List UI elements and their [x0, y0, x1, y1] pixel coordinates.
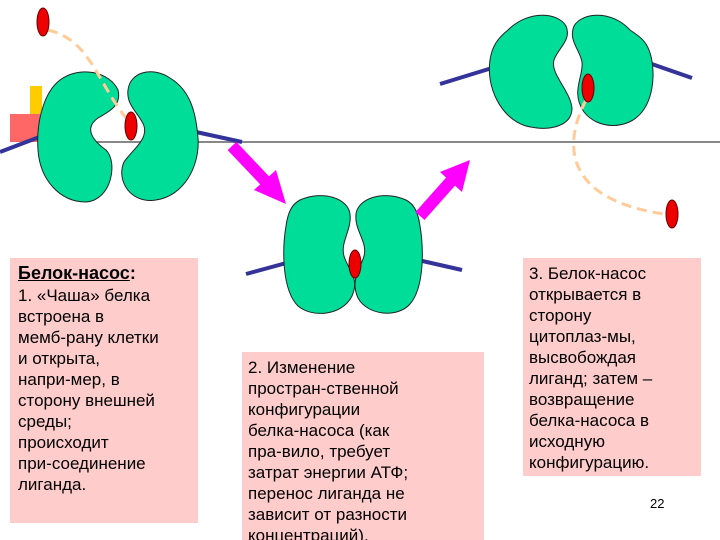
protein-left-half-1	[37, 71, 120, 203]
protein-right-half-3	[571, 14, 654, 126]
arrow-head-2	[440, 160, 470, 192]
membrane-line-left-3	[439, 66, 493, 86]
ligand-cytoplasm-3	[665, 199, 679, 229]
protein-left-half-2	[283, 195, 356, 314]
arrow-stage-1-to-2	[227, 141, 286, 204]
protein-right-half-2	[354, 195, 423, 314]
stage-1-description-box: Белок-насос: 1. «Чаша» белка встроена в …	[10, 258, 198, 523]
stage-2-description-box: 2. Изменение простран-ственной конфигура…	[242, 352, 484, 540]
ligand-bound-1	[124, 111, 138, 141]
arrow-head-1	[254, 170, 286, 204]
membrane-line-right-3	[645, 60, 693, 80]
membrane-line-left-1	[0, 134, 43, 154]
stage-3-pump	[439, 14, 693, 229]
ligand-releasing-3	[581, 73, 595, 103]
box2-text: 2. Изменение простран-ственной конфигура…	[248, 358, 409, 540]
stage-3-description-box: 3. Белок-насос открывается в сторону цит…	[523, 258, 701, 476]
protein-left-half-3	[488, 14, 573, 129]
arrow-shaft-2	[415, 176, 457, 220]
accent-yellow-block	[30, 86, 42, 114]
membrane-line-left-2	[245, 260, 291, 276]
box1-text: 1. «Чаша» белка встроена в мемб-рану кле…	[18, 286, 159, 494]
ligand-outside-1	[36, 7, 50, 37]
stage-2-pump	[245, 195, 463, 314]
box1-title-suffix: :	[129, 263, 136, 283]
membrane-line-right-1	[195, 130, 243, 144]
arrow-stage-2-to-3	[415, 160, 470, 220]
box1-title: Белок-насос	[18, 263, 130, 283]
membrane-line-right-2	[417, 258, 463, 272]
protein-right-half-1	[121, 71, 199, 201]
box3-text: 3. Белок-насос открывается в сторону цит…	[529, 264, 653, 472]
box1-title-line: Белок-насос:	[18, 261, 192, 285]
stage-1-pump	[0, 7, 243, 203]
ligand-path-dashed-3	[572, 99, 665, 216]
ligand-inside-2	[348, 249, 362, 279]
arrow-shaft-1	[227, 141, 275, 191]
page-number: 22	[650, 496, 665, 511]
ligand-path-dashed-1	[47, 28, 128, 119]
